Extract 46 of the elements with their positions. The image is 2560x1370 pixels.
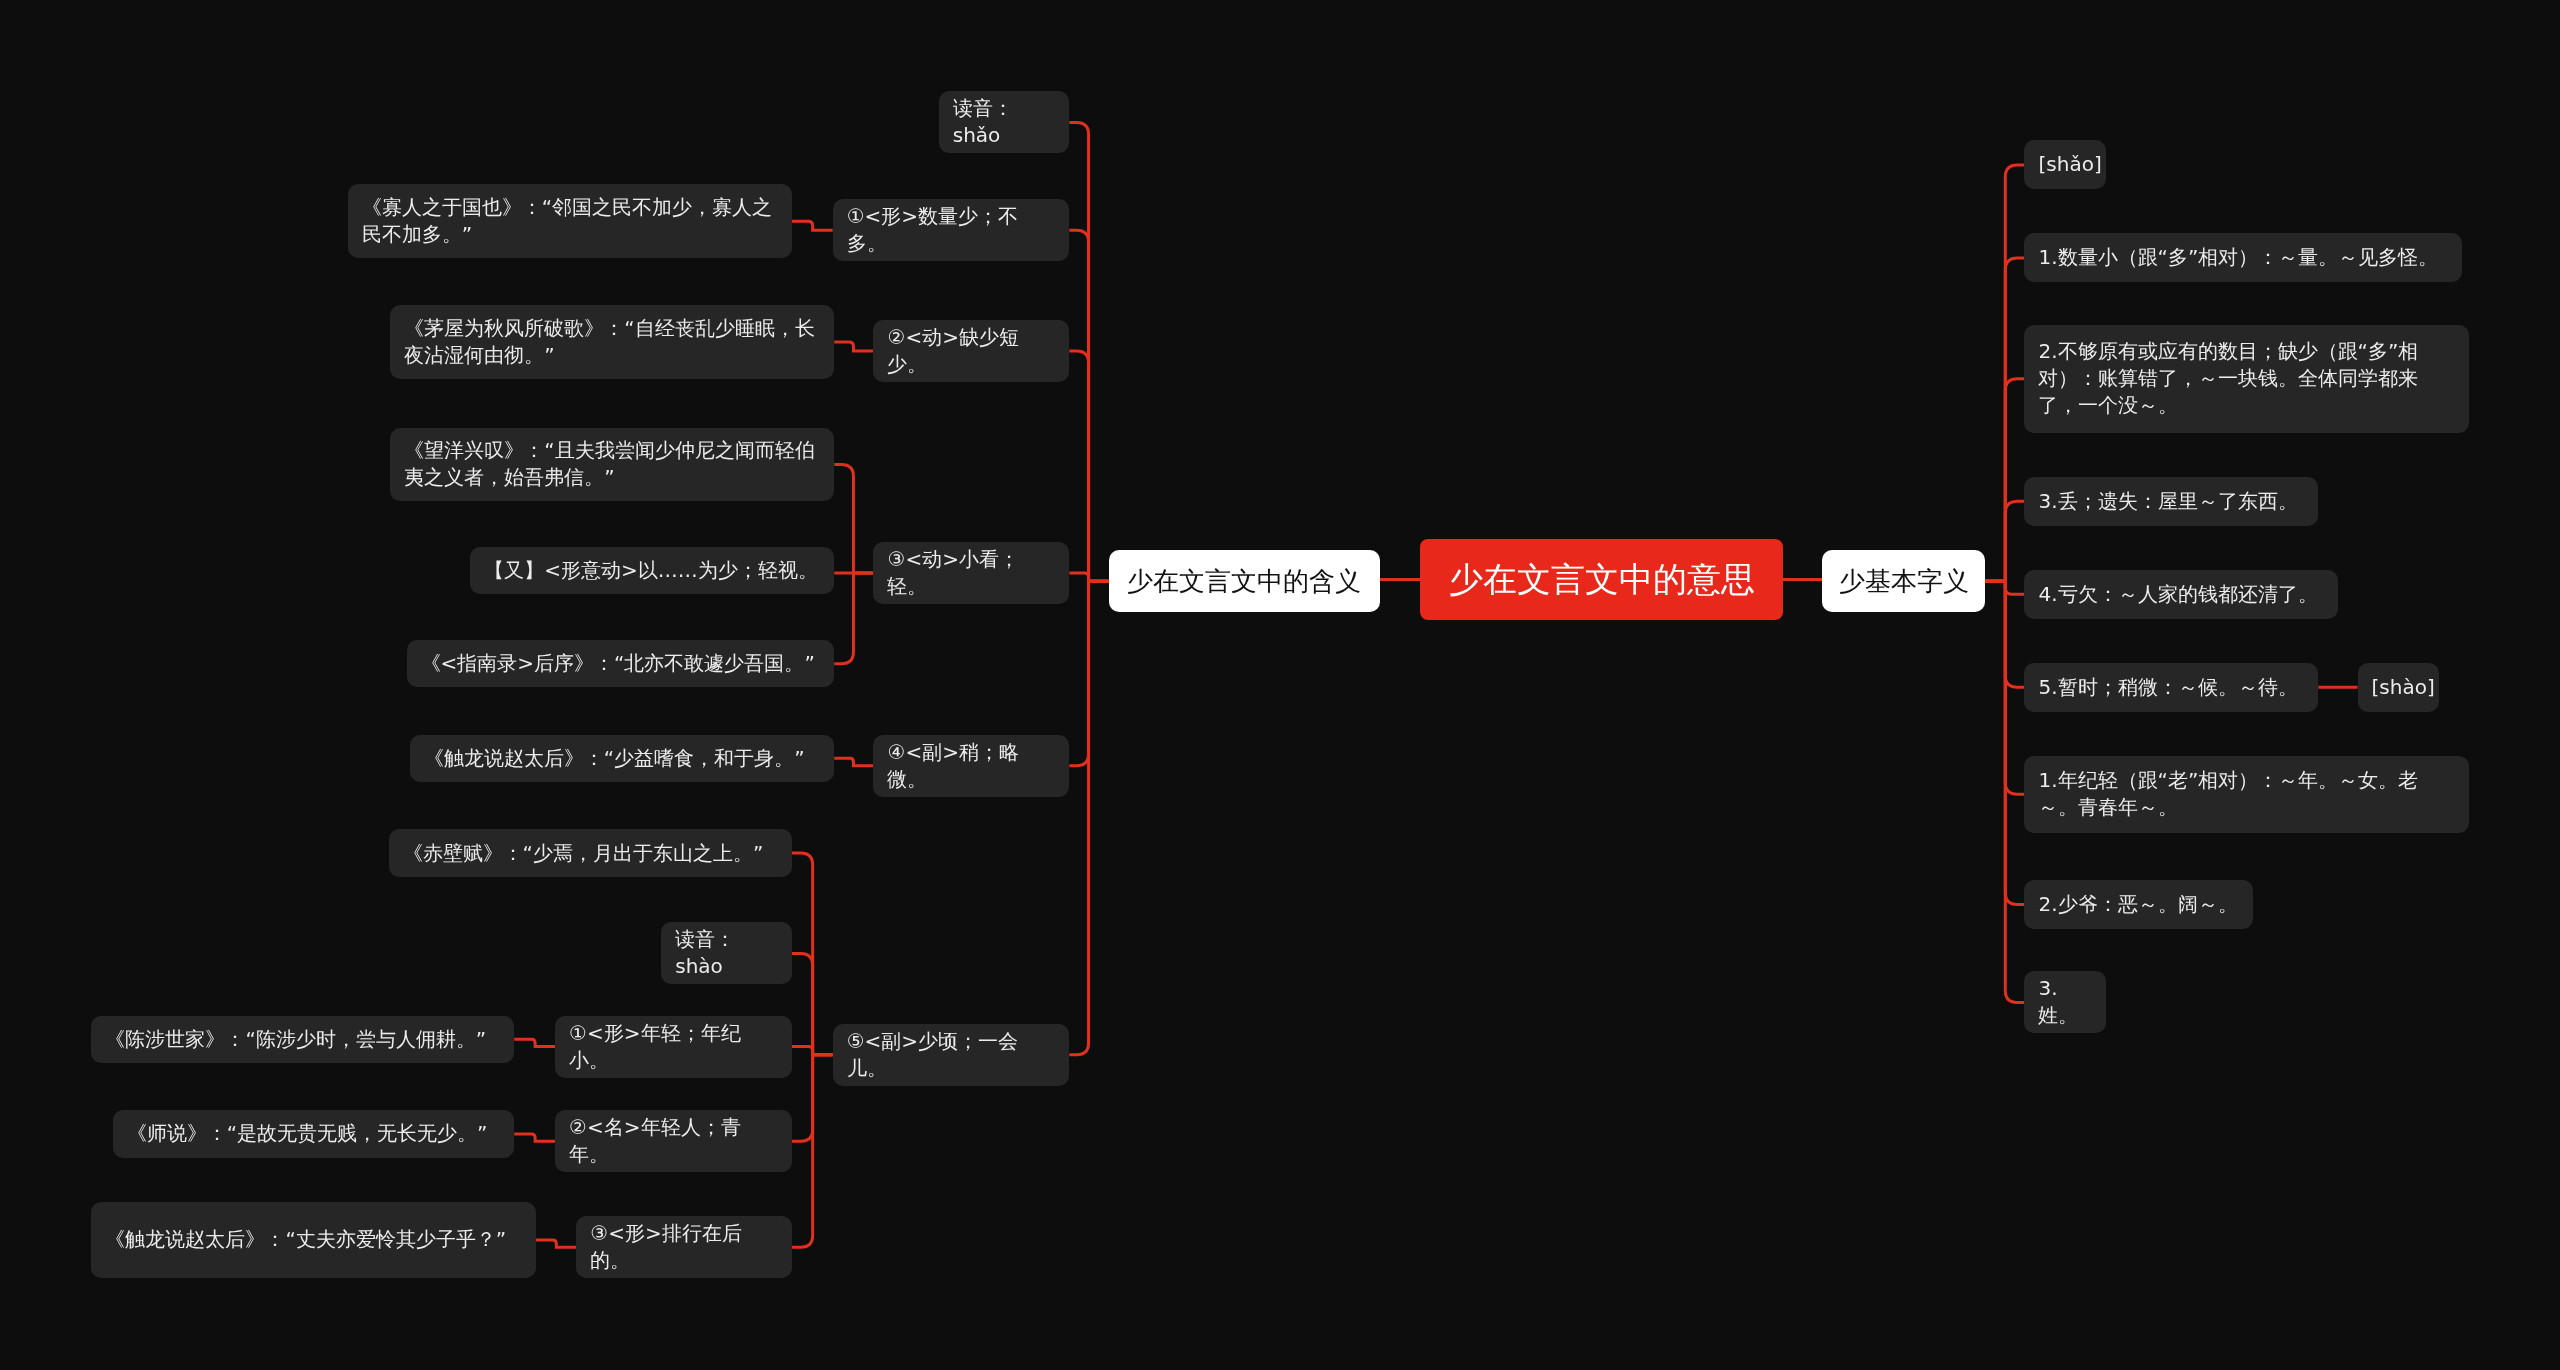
topic-box: 4.亏欠：～人家的钱都还清了。 bbox=[2024, 569, 2338, 619]
connector-line bbox=[1379, 578, 1421, 582]
topic-box: [shào] bbox=[2357, 662, 2440, 712]
branch-topic: 少在文言文中的含义 bbox=[1108, 550, 1380, 613]
topic-box: 【又】<形意动>以……为少；轻视。 bbox=[470, 546, 835, 595]
branch-topic: 少基本字义 bbox=[1822, 550, 1986, 613]
topic-box: 《陈涉世家》：“陈涉少时，尝与人佣耕。” bbox=[91, 1015, 515, 1063]
topic-box: 2.少爷：恶～。阔～。 bbox=[2024, 880, 2254, 929]
connector-line bbox=[1782, 578, 1823, 582]
connector-line bbox=[514, 1037, 556, 1048]
topic-box: ①<形>数量少；不多。 bbox=[832, 199, 1070, 262]
connector-line bbox=[514, 1132, 556, 1143]
connector-line bbox=[834, 571, 874, 666]
topic-box: 《望洋兴叹》：“且夫我尝闻少仲尼之闻而轻伯夷之义者，始吾弗信。” bbox=[390, 427, 835, 502]
connector-line bbox=[2318, 685, 2358, 689]
topic-box: 1.年纪轻（跟“老”相对）：～年。～女。老～。青春年～。 bbox=[2024, 755, 2469, 833]
topic-box: ③<形>排行在后的。 bbox=[576, 1216, 792, 1279]
topic-box: ④<副>稍；略微。 bbox=[873, 734, 1070, 797]
topic-box: ①<形>年轻；年纪小。 bbox=[555, 1015, 792, 1078]
topic-box: 《触龙说赵太后》：“少益嗜食，和于身。” bbox=[409, 734, 835, 783]
topic-box: 3.姓。 bbox=[2024, 971, 2107, 1034]
topic-box: 3.丢；遗失：屋里～了东西。 bbox=[2024, 476, 2319, 526]
topic-box: 《触龙说赵太后》：“丈夫亦爱怜其少子乎？” bbox=[91, 1201, 536, 1279]
connector-line bbox=[1985, 579, 2025, 1004]
topic-box: 《<指南录>后序》：“北亦不敢遽少吾国。” bbox=[406, 640, 835, 688]
topic-box: 读音：shǎo bbox=[938, 91, 1070, 154]
connector-line bbox=[1069, 579, 1109, 1057]
topic-box: 读音：shào bbox=[661, 922, 792, 985]
topic-box: 5.暂时；稍微：～候。～待。 bbox=[2024, 662, 2319, 712]
topic-box: [shǎo] bbox=[2024, 140, 2107, 190]
connector-line bbox=[791, 219, 833, 232]
connector-line bbox=[834, 340, 874, 353]
topic-box: 《赤壁赋》：“少焉，月出于东山之上。” bbox=[388, 829, 792, 877]
topic-box: 1.数量小（跟“多”相对）：～量。～见多怪。 bbox=[2024, 233, 2463, 283]
topic-box: ②<名>年轻人；青年。 bbox=[555, 1110, 792, 1173]
connector-line bbox=[834, 756, 874, 768]
topic-box: ②<动>缺少短少。 bbox=[873, 320, 1070, 382]
topic-box: ⑤<副>少顷；一会儿。 bbox=[832, 1023, 1070, 1086]
connector-line bbox=[535, 1238, 577, 1249]
topic-box: 《寡人之于国也》：“邻国之民不加少，寡人之民不加多。” bbox=[347, 184, 792, 258]
topic-box: 2.不够原有或应有的数目；缺少（跟“多”相对）：账算错了，～一块钱。全体同学都来了，一个没～。 bbox=[2024, 324, 2469, 433]
topic-box: 《茅屋为秋风所破歌》：“自经丧乱少睡眠，长夜沾湿何由彻。” bbox=[390, 305, 835, 379]
topic-box: 《师说》：“是故无贵无贱，无长无少。” bbox=[112, 1110, 515, 1158]
connector-line bbox=[791, 1053, 833, 1249]
central-topic: 少在文言文中的意思 bbox=[1420, 538, 1783, 621]
topic-box: ③<动>小看；轻。 bbox=[873, 542, 1070, 605]
